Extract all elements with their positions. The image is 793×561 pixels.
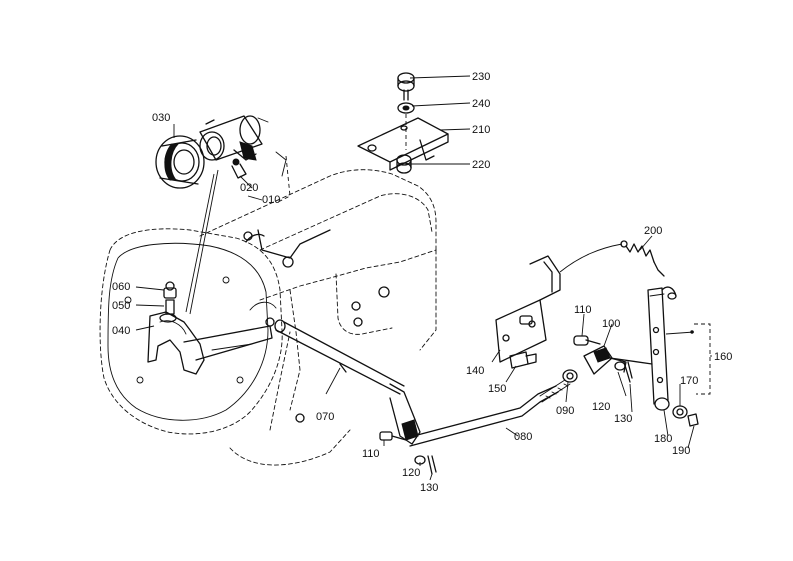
- collar-180: [654, 397, 670, 411]
- pedal-arm-160: [609, 286, 677, 405]
- bolt-050: [165, 299, 175, 315]
- callout-020[interactable]: 020: [240, 182, 258, 194]
- callout-120-lower[interactable]: 120: [402, 467, 420, 479]
- callout-130-lower[interactable]: 130: [420, 482, 438, 494]
- bracket-210: [357, 117, 449, 171]
- bracket-140: [495, 255, 561, 363]
- callout-100[interactable]: 100: [602, 318, 620, 330]
- spring-clip-020: [231, 158, 247, 179]
- washer-120-upper: [614, 361, 626, 371]
- release-bearing-030: [155, 135, 205, 189]
- callout-190[interactable]: 190: [672, 445, 690, 457]
- grease-nipple-060: [163, 281, 177, 299]
- callout-040[interactable]: 040: [112, 325, 130, 337]
- clevis-pin-110-lower: [379, 431, 407, 441]
- washer-240: [397, 102, 415, 114]
- callout-230[interactable]: 230: [472, 71, 490, 83]
- callout-010[interactable]: 010: [262, 194, 280, 206]
- callout-170[interactable]: 170: [680, 375, 698, 387]
- callout-120-upper[interactable]: 120: [592, 401, 610, 413]
- callout-110-lower[interactable]: 110: [362, 448, 380, 460]
- callout-110-upper[interactable]: 110: [574, 304, 592, 316]
- callout-090[interactable]: 090: [556, 405, 574, 417]
- callout-220[interactable]: 220: [472, 159, 490, 171]
- callout-160[interactable]: 160: [714, 351, 732, 363]
- release-hub-010: [199, 115, 287, 177]
- callout-labels: 230 240 210 220 030 020 010 060 050 040 …: [112, 71, 732, 494]
- clutch-rod-080: [405, 377, 571, 447]
- callout-200[interactable]: 200: [644, 225, 662, 237]
- callout-150[interactable]: 150: [488, 383, 506, 395]
- nut-090: [562, 369, 578, 383]
- release-shaft-070: [274, 319, 421, 445]
- bolt-230: [397, 72, 415, 101]
- cotter-pin-130-lower: [427, 455, 437, 475]
- bolt-150: [509, 351, 537, 369]
- callout-180[interactable]: 180: [654, 433, 672, 445]
- callout-240[interactable]: 240: [472, 98, 490, 110]
- callout-060[interactable]: 060: [112, 281, 130, 293]
- callout-210[interactable]: 210: [472, 124, 490, 136]
- callout-140[interactable]: 140: [466, 365, 484, 377]
- callout-030[interactable]: 030: [152, 112, 170, 124]
- callout-080[interactable]: 080: [514, 431, 532, 443]
- callout-050[interactable]: 050: [112, 300, 130, 312]
- callout-070[interactable]: 070: [316, 411, 334, 423]
- callout-130-upper[interactable]: 130: [614, 413, 632, 425]
- nut-190: [687, 413, 699, 427]
- release-fork-040: [147, 311, 273, 375]
- cotter-pin-130-upper: [623, 361, 633, 383]
- callout-leaders: [135, 75, 712, 481]
- washer-170: [672, 405, 688, 419]
- transmission-housing: [99, 169, 437, 466]
- clevis-pin-110-upper: [573, 335, 601, 346]
- return-spring-200: [559, 240, 665, 277]
